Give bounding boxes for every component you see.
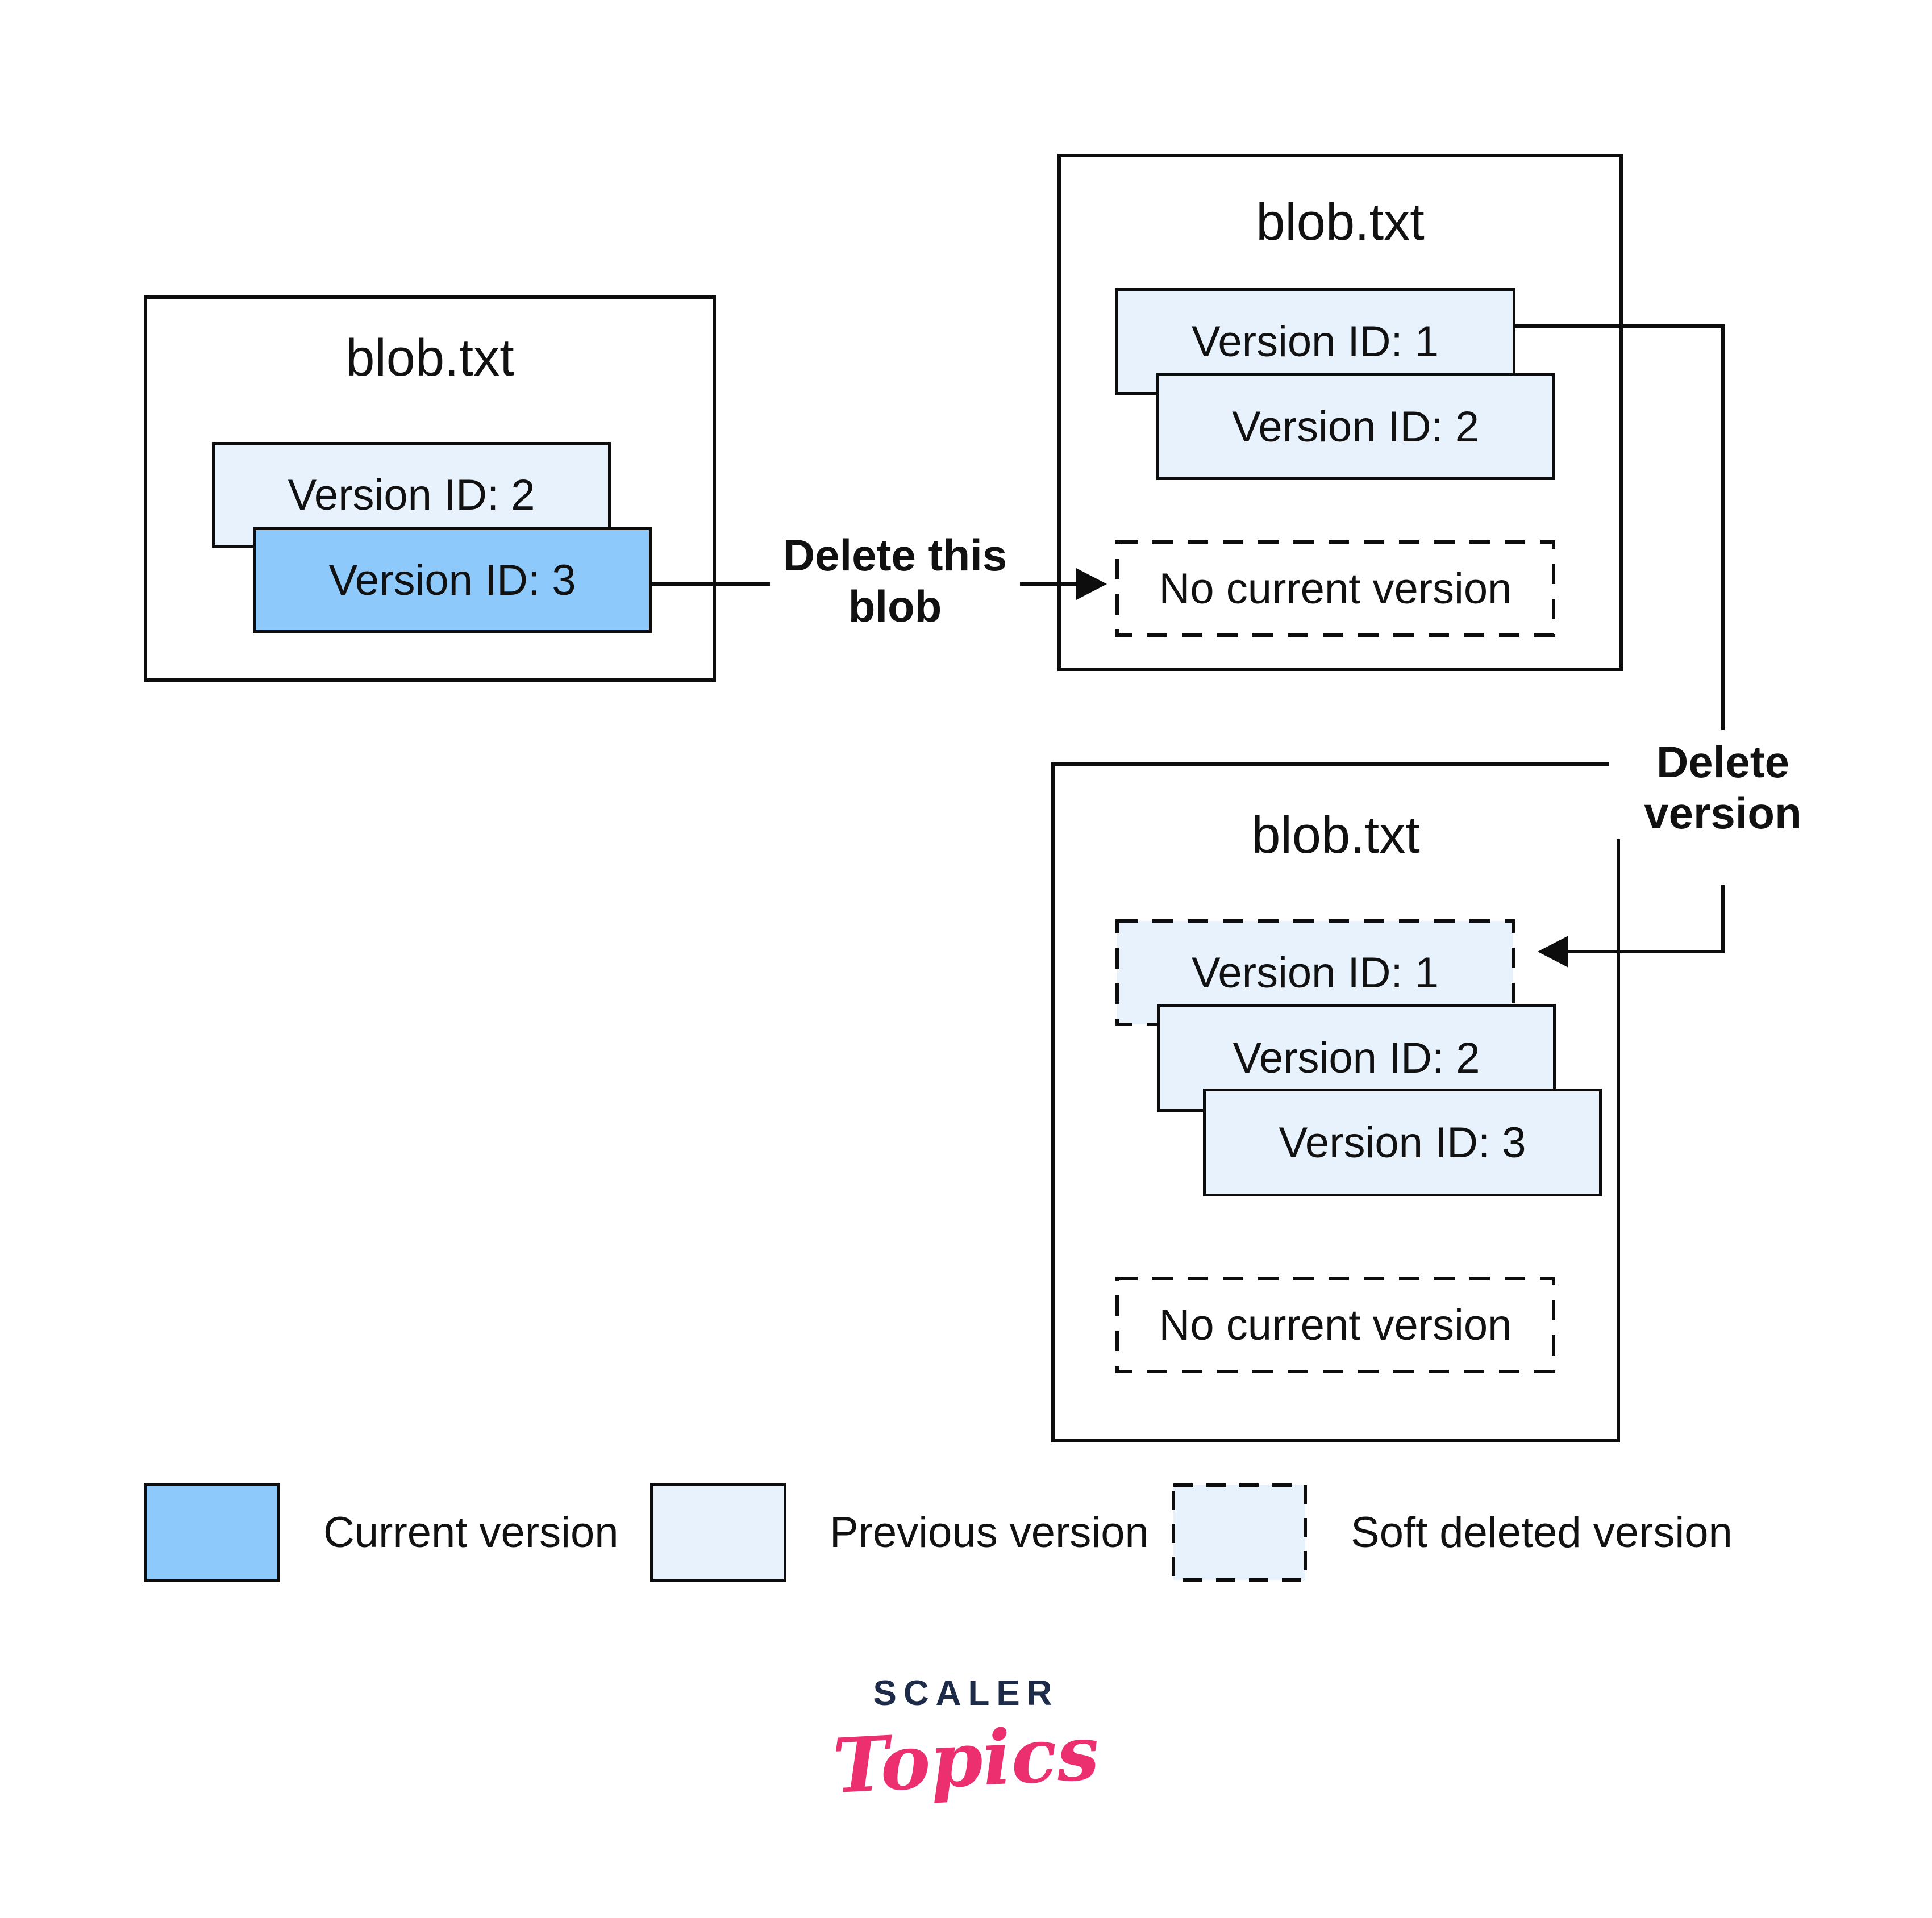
logo-wordmark-topics: Topics xyxy=(831,1708,1101,1811)
delete-version-label: Delete version xyxy=(1609,736,1837,839)
version-label: Version ID: 1 xyxy=(1191,948,1439,997)
version-label: Version ID: 2 xyxy=(1233,1033,1480,1082)
version-box: Version ID: 3 xyxy=(1203,1089,1602,1196)
dashed-border xyxy=(1172,1483,1307,1582)
soft-deleted-version-swatch xyxy=(1171,1483,1308,1582)
blob-box-initial: blob.txt Version ID: 2 Version ID: 3 xyxy=(144,295,716,682)
blob-title: blob.txt xyxy=(1251,806,1420,864)
version-label: Version ID: 3 xyxy=(328,556,576,604)
legend-item-current: Current version xyxy=(144,1483,619,1582)
dashed-border xyxy=(1115,1277,1555,1373)
legend-item-previous: Previous version xyxy=(650,1483,1149,1582)
no-current-version-box: No current version xyxy=(1115,540,1556,637)
no-current-version-label: No current version xyxy=(1159,1300,1512,1349)
previous-version-swatch xyxy=(650,1483,786,1582)
delete-blob-label: Delete this blob xyxy=(770,529,1020,632)
logo-wordmark-scaler: SCALER xyxy=(873,1674,1059,1713)
blob-title: blob.txt xyxy=(345,329,514,387)
version-label: Version ID: 3 xyxy=(1279,1118,1526,1167)
version-box: Version ID: 3 xyxy=(253,527,652,633)
version-label: Version ID: 2 xyxy=(288,470,535,519)
no-current-version-label: No current version xyxy=(1159,564,1512,613)
version-label: Version ID: 2 xyxy=(1231,402,1480,451)
current-version-swatch xyxy=(144,1483,280,1582)
blob-box-after-delete-blob: blob.txt Version ID: 1 Version ID: 2 No … xyxy=(1057,154,1623,671)
legend-label: Current version xyxy=(323,1508,619,1557)
scaler-topics-logo: SCALER Topics xyxy=(824,1673,1108,1811)
blob-box-after-delete-version: blob.txt Version ID: 1 Version ID: 2 Ver… xyxy=(1051,762,1620,1442)
legend-label: Soft deleted version xyxy=(1351,1508,1733,1557)
legend-label: Previous version xyxy=(830,1508,1149,1557)
legend-item-soft-deleted: Soft deleted version xyxy=(1171,1483,1733,1582)
version-label: Version ID: 1 xyxy=(1191,317,1439,366)
version-box: Version ID: 2 xyxy=(1156,373,1555,480)
blob-title: blob.txt xyxy=(1256,193,1425,251)
no-current-version-box: No current version xyxy=(1115,1276,1556,1374)
dashed-border xyxy=(1115,540,1555,637)
